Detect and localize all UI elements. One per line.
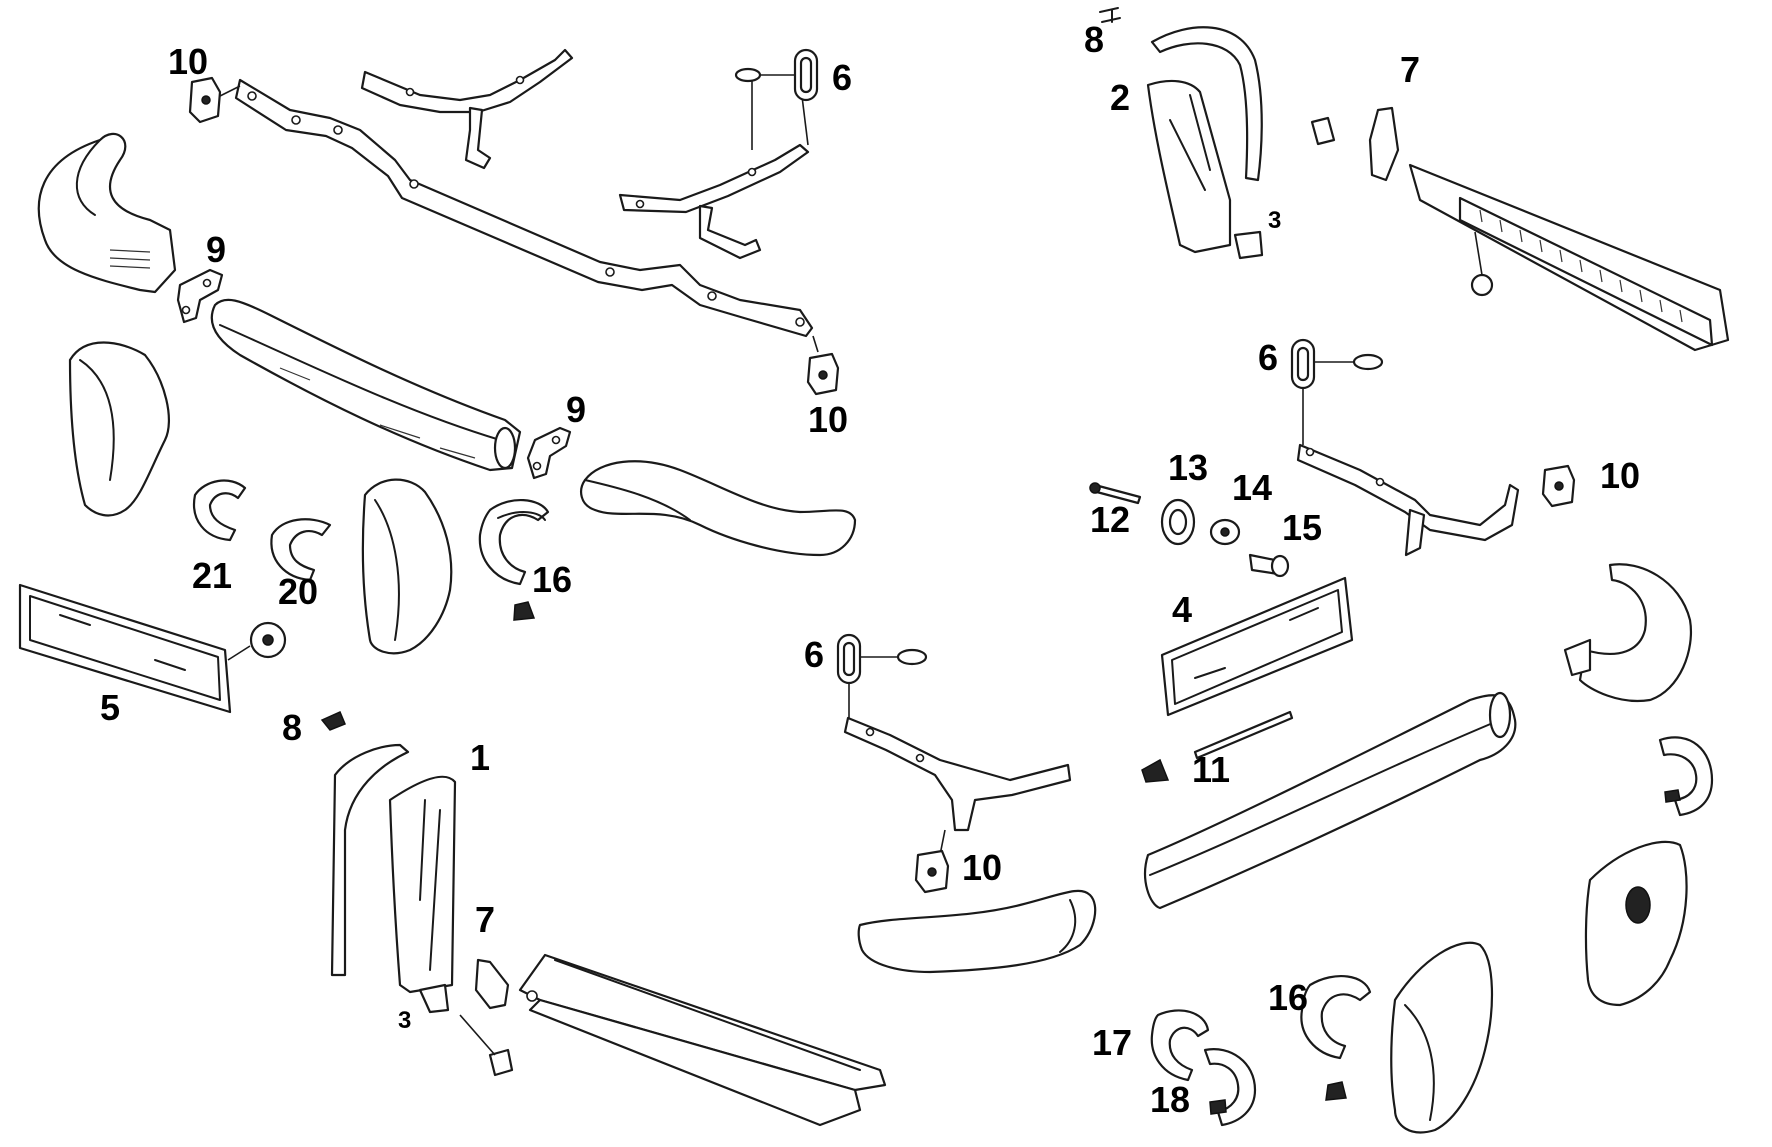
callout-14: 14 bbox=[1232, 467, 1272, 508]
plate-4 bbox=[1160, 576, 1354, 717]
callout-13: 13 bbox=[1168, 447, 1208, 488]
square-nut-10d bbox=[914, 849, 950, 894]
square-nut-10c bbox=[1541, 464, 1576, 508]
screw-15 bbox=[1248, 553, 1290, 578]
bumper-bracket-long bbox=[234, 78, 814, 338]
splash-panel-2 bbox=[1146, 26, 1264, 260]
clip-18 bbox=[1203, 1048, 1257, 1127]
square-nut-10a bbox=[188, 76, 222, 124]
callout-9a: 9 bbox=[206, 229, 226, 270]
gasket-7b bbox=[1310, 106, 1400, 182]
grommet-13 bbox=[1160, 498, 1196, 546]
bolt-12 bbox=[1089, 482, 1142, 505]
mount-16a bbox=[478, 498, 550, 621]
bumper-end-right-top bbox=[1563, 563, 1692, 703]
square-nut-10b bbox=[806, 352, 840, 396]
bracket-3a bbox=[418, 983, 514, 1077]
callout-12: 12 bbox=[1090, 499, 1130, 540]
valance-long-upper bbox=[1408, 163, 1730, 352]
splash-panel-1 bbox=[330, 743, 457, 994]
bumper-bracket-right bbox=[1296, 388, 1520, 557]
callout-10c: 10 bbox=[1600, 455, 1640, 496]
bumper-blade-rear bbox=[1143, 691, 1517, 910]
bumper-blade-front bbox=[210, 298, 522, 472]
callout-6c: 6 bbox=[804, 634, 824, 675]
callout-1: 1 bbox=[470, 737, 490, 778]
cover-panel-right bbox=[1584, 840, 1688, 1007]
callout-10b: 10 bbox=[808, 399, 848, 440]
gasket-7a bbox=[474, 958, 510, 1010]
bumper-end-bottom-mid bbox=[857, 889, 1097, 974]
bracket-9b bbox=[526, 426, 572, 480]
strip-11 bbox=[1141, 710, 1294, 783]
callout-17: 17 bbox=[1092, 1022, 1132, 1063]
callout-8b: 8 bbox=[1084, 19, 1104, 60]
callout-16b: 16 bbox=[1268, 977, 1308, 1018]
clip-17 bbox=[1150, 1009, 1210, 1082]
link-clip-6a bbox=[734, 48, 819, 102]
link-clip-6b bbox=[1290, 338, 1384, 390]
callout-2: 2 bbox=[1110, 77, 1130, 118]
callout-11: 11 bbox=[1192, 749, 1230, 790]
callout-6a: 6 bbox=[832, 57, 852, 98]
callout-16a: 16 bbox=[532, 559, 572, 600]
callout-5: 5 bbox=[100, 687, 120, 728]
callout-8a: 8 bbox=[282, 707, 302, 748]
clip-21 bbox=[192, 479, 247, 542]
cover-panel-bottom-right bbox=[1390, 941, 1494, 1134]
callout-18: 18 bbox=[1150, 1079, 1190, 1120]
bumper-bracket-right-small bbox=[618, 143, 810, 260]
callout-21: 21 bbox=[192, 555, 232, 596]
bracket-9a bbox=[176, 268, 224, 324]
clip-8a bbox=[320, 711, 346, 731]
callout-20: 20 bbox=[278, 571, 318, 612]
spacer-14 bbox=[1209, 518, 1241, 546]
link-clip-6c bbox=[836, 633, 928, 685]
callout-15: 15 bbox=[1282, 507, 1322, 548]
callout-7b: 7 bbox=[1400, 49, 1420, 90]
callout-6b: 6 bbox=[1258, 337, 1278, 378]
callout-7a: 7 bbox=[475, 899, 495, 940]
rubber-washer-5 bbox=[249, 621, 287, 659]
cover-panel-left-a bbox=[68, 341, 170, 517]
bumper-end-left-top bbox=[37, 132, 177, 294]
callout-9b: 9 bbox=[566, 389, 586, 430]
mount-16b bbox=[1300, 975, 1372, 1101]
cap-right-small bbox=[1658, 736, 1714, 817]
plate-5 bbox=[18, 583, 232, 714]
callout-10d: 10 bbox=[962, 847, 1002, 888]
bumper-bracket-center bbox=[843, 683, 1072, 856]
bumper-bracket-upper-mid bbox=[360, 48, 574, 170]
callout-4: 4 bbox=[1172, 589, 1192, 630]
bumper-end-mid bbox=[580, 460, 857, 557]
callout-10a: 10 bbox=[168, 41, 208, 82]
clip-8b bbox=[1099, 7, 1121, 23]
guard-piece-center bbox=[361, 478, 453, 655]
valance-long-lower bbox=[518, 953, 887, 1127]
callout-3a: 3 bbox=[398, 1007, 411, 1034]
callout-3b: 3 bbox=[1268, 207, 1281, 234]
clip-20 bbox=[270, 518, 332, 582]
